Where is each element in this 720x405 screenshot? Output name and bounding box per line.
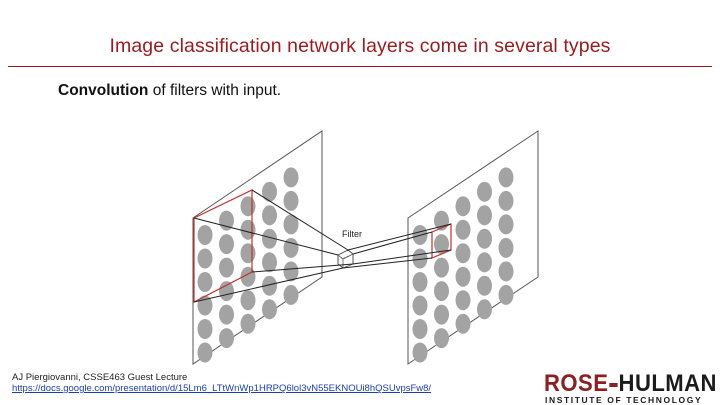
grid-dot bbox=[262, 299, 277, 320]
grid-dot bbox=[434, 257, 449, 278]
grid-dot bbox=[477, 228, 492, 249]
grid-dot bbox=[219, 281, 234, 302]
grid-dot bbox=[477, 275, 492, 296]
grid-dot bbox=[412, 295, 428, 316]
grid-dot bbox=[283, 237, 299, 258]
grid-dot bbox=[498, 190, 514, 211]
grid-dot bbox=[455, 290, 471, 311]
grid-dot bbox=[455, 196, 471, 217]
grid-dot bbox=[434, 328, 449, 349]
grid-dot bbox=[477, 252, 492, 273]
grid-dot bbox=[498, 261, 514, 282]
grid-dot bbox=[240, 313, 256, 334]
output-line bbox=[352, 231, 433, 255]
grid-dot bbox=[262, 181, 277, 202]
grid-dot bbox=[262, 205, 277, 226]
grid-dot bbox=[262, 275, 277, 296]
output-line bbox=[347, 223, 452, 251]
grid-dot bbox=[455, 219, 471, 240]
filter-cube bbox=[337, 249, 354, 269]
grid-dot bbox=[283, 214, 299, 235]
grid-dot bbox=[197, 225, 213, 245]
grid-dot bbox=[283, 190, 299, 211]
logo-tagline: INSTITUTE OF TECHNOLOGY bbox=[545, 395, 703, 405]
grid-dot bbox=[197, 342, 213, 363]
projection-line bbox=[251, 189, 349, 251]
grid-dot bbox=[240, 196, 256, 217]
grid-dot bbox=[412, 272, 428, 292]
input-dots bbox=[197, 167, 299, 363]
grid-dot bbox=[197, 248, 213, 269]
bullet-text: Convolution of filters with input. bbox=[58, 82, 281, 100]
projection-line bbox=[251, 263, 354, 273]
bullet-description: of filters with input. bbox=[148, 82, 282, 99]
grid-dot bbox=[477, 299, 492, 320]
grid-dot bbox=[498, 214, 514, 235]
grid-dot bbox=[455, 243, 471, 264]
output-line bbox=[352, 249, 452, 265]
grid-dot bbox=[283, 261, 299, 282]
grid-dot bbox=[434, 304, 449, 325]
grid-dot bbox=[477, 181, 492, 202]
grid-dot bbox=[197, 272, 213, 292]
grid-dot bbox=[455, 313, 471, 334]
grid-dot bbox=[262, 228, 277, 249]
projection-line bbox=[193, 267, 344, 303]
grid-dot bbox=[498, 167, 514, 188]
grid-dot bbox=[219, 234, 234, 255]
grid-dot bbox=[240, 243, 256, 264]
grid-dot bbox=[455, 266, 471, 287]
grid-dot bbox=[498, 237, 514, 258]
bullet-bold-term: Convolution bbox=[58, 82, 149, 99]
grid-dot bbox=[412, 342, 428, 363]
grid-dot bbox=[240, 290, 256, 311]
grid-dot bbox=[219, 257, 234, 278]
grid-dot bbox=[283, 284, 299, 305]
output-panel bbox=[407, 130, 539, 365]
grid-dot bbox=[434, 281, 449, 302]
grid-dot bbox=[197, 319, 213, 339]
credit-link[interactable]: https://docs.google.com/presentation/d/1… bbox=[12, 383, 432, 394]
slide-title: Image classification network layers come… bbox=[109, 35, 611, 57]
grid-dot bbox=[412, 319, 428, 339]
output-dots bbox=[412, 167, 514, 363]
grid-dot bbox=[477, 205, 492, 226]
title-divider bbox=[8, 66, 712, 67]
filter-label: Filter bbox=[342, 229, 362, 239]
credit: AJ Piergiovanni, CSSE463 Guest Lecture h… bbox=[12, 372, 431, 394]
output-line bbox=[342, 257, 433, 269]
credit-author: AJ Piergiovanni, CSSE463 Guest Lecture bbox=[12, 372, 188, 383]
grid-dot bbox=[498, 284, 514, 305]
grid-dot bbox=[240, 219, 256, 240]
grid-dot bbox=[219, 328, 234, 349]
grid-dot bbox=[219, 304, 234, 325]
projection-line bbox=[193, 217, 339, 256]
grid-dot bbox=[283, 167, 299, 188]
grid-dot bbox=[434, 234, 449, 255]
grid-dot bbox=[262, 252, 277, 273]
